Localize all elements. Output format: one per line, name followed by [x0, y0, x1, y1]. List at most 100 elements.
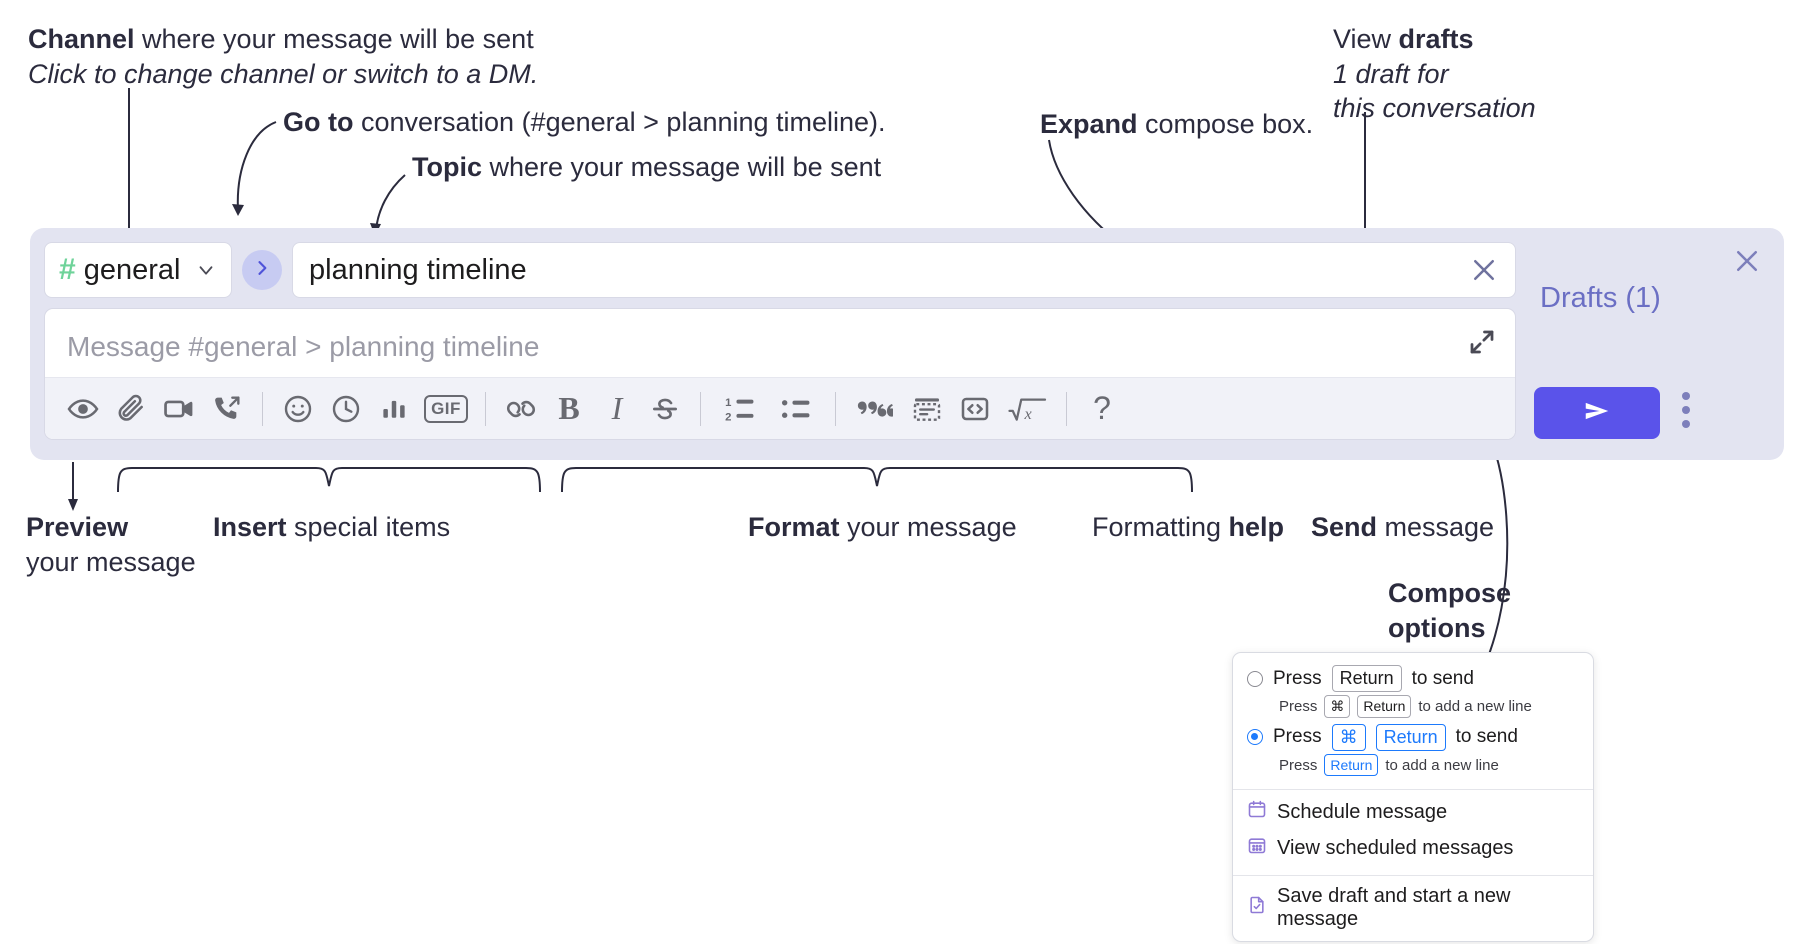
strikethrough-icon[interactable] — [641, 385, 689, 433]
bold-label: B — [558, 390, 580, 426]
annotation-send-rest: message — [1377, 512, 1495, 542]
inline-code-icon[interactable] — [951, 385, 999, 433]
annotation-help-bold: help — [1228, 512, 1285, 542]
kebab-dot — [1682, 406, 1690, 414]
bold-icon[interactable]: B — [545, 385, 593, 433]
toolbar-separator — [1066, 391, 1067, 426]
option1-sub-key-cmd: ⌘ — [1324, 695, 1351, 718]
radio-selected-icon[interactable] — [1247, 729, 1263, 746]
toolbar-separator — [700, 391, 701, 426]
annotation-help: Formatting help — [1092, 510, 1284, 545]
italic-label: I — [611, 390, 623, 426]
annotation-preview-rest: your message — [26, 546, 196, 577]
kebab-dot — [1682, 420, 1690, 428]
menu-option1-subtext: Press ⌘ Return to add a new line — [1233, 694, 1593, 721]
send-icon — [1578, 396, 1616, 431]
toolbar-separator — [485, 391, 486, 426]
video-icon[interactable] — [155, 385, 203, 433]
menu-option-return-to-send[interactable]: Press Return to send — [1233, 663, 1593, 694]
code-block-icon[interactable] — [903, 385, 951, 433]
italic-icon[interactable]: I — [593, 385, 641, 433]
annotation-insert-rest: special items — [286, 512, 451, 542]
compose-close-button[interactable] — [1732, 246, 1762, 281]
option2-sub-key-return: Return — [1324, 753, 1379, 777]
compose-header-row: # general planning timeline — [44, 242, 1516, 298]
message-placeholder: Message #general > planning timeline — [67, 331, 540, 362]
menu-item-schedule-message[interactable]: Schedule message — [1233, 794, 1593, 830]
topic-input[interactable]: planning timeline — [292, 242, 1516, 298]
radio-unselected-icon[interactable] — [1247, 670, 1263, 687]
compose-options-button[interactable] — [1682, 392, 1690, 428]
drafts-link[interactable]: Drafts (1) — [1540, 282, 1661, 314]
latex-icon[interactable]: x — [999, 385, 1055, 433]
attachment-icon[interactable] — [107, 385, 155, 433]
calendar-schedule-icon — [1247, 799, 1267, 825]
annotation-topic-rest: where your message will be sent — [482, 152, 882, 182]
option2-sub-tail: to add a new line — [1385, 756, 1499, 774]
option1-sub-press: Press — [1279, 697, 1318, 715]
chevron-down-icon — [195, 259, 217, 281]
clock-icon[interactable] — [322, 385, 370, 433]
blockquote-icon[interactable] — [847, 385, 903, 433]
annotation-goto: Go to conversation (#general > planning … — [283, 105, 886, 140]
annotation-topic-bold: Topic — [412, 152, 482, 182]
annotation-preview-bold: Preview — [26, 512, 129, 542]
menu-option2-subtext: Press Return to add a new line — [1233, 753, 1593, 780]
annotation-drafts-italic2: this conversation — [1333, 93, 1536, 124]
message-input-box[interactable]: Message #general > planning timeline — [44, 308, 1516, 440]
annotation-insert-bold: Insert — [213, 512, 287, 542]
annotation-format-bold: Format — [748, 512, 840, 542]
kebab-dot — [1682, 392, 1690, 400]
option1-sub-key-return: Return — [1357, 695, 1412, 718]
toolbar-separator — [262, 391, 263, 426]
compose-options-menu: Press Return to send Press ⌘ Return to a… — [1232, 652, 1594, 943]
preview-icon[interactable] — [59, 385, 107, 433]
poll-icon[interactable] — [370, 385, 418, 433]
menu-item-view-scheduled-messages[interactable]: View scheduled messages — [1233, 830, 1593, 866]
annotation-send: Send message — [1311, 510, 1494, 545]
option1-sub-tail: to add a new line — [1418, 697, 1532, 715]
svg-text:2: 2 — [725, 411, 731, 423]
annotation-topic: Topic where your message will be sent — [412, 150, 881, 185]
svg-text:x: x — [1024, 405, 1033, 423]
annotation-format-rest: your message — [839, 512, 1017, 542]
topic-clear-icon[interactable] — [1469, 255, 1499, 285]
annotation-drafts-bold: drafts — [1398, 24, 1474, 54]
menu-option-cmd-return-to-send[interactable]: Press ⌘ Return to send — [1233, 722, 1593, 753]
svg-text:1: 1 — [725, 397, 731, 409]
channel-name-label: general — [83, 253, 181, 286]
menu-item-save-draft[interactable]: Save draft and start a new message — [1233, 880, 1593, 941]
calendar-view-icon — [1247, 835, 1267, 861]
annotation-expand: Expand compose box. — [1040, 107, 1313, 142]
annotation-goto-rest: conversation (#general > planning timeli… — [353, 107, 886, 137]
annotation-drafts-italic1: 1 draft for — [1333, 58, 1449, 89]
goto-conversation-button[interactable] — [242, 250, 282, 290]
option2-tail: to send — [1455, 726, 1518, 748]
emoji-icon[interactable] — [274, 385, 322, 433]
annotation-expand-rest: compose box. — [1137, 109, 1314, 139]
gif-icon[interactable]: GIF — [418, 385, 474, 433]
annotation-channel-italic: Click to change channel or switch to a D… — [28, 58, 539, 89]
audio-call-icon[interactable] — [203, 385, 251, 433]
option1-key: Return — [1331, 665, 1402, 693]
expand-icon[interactable] — [1467, 327, 1497, 362]
link-icon[interactable] — [497, 385, 545, 433]
gif-label: GIF — [424, 394, 468, 423]
menu-divider — [1233, 789, 1593, 791]
annotation-help-pre: Formatting — [1092, 512, 1229, 542]
menu-item-label: Schedule message — [1277, 800, 1448, 823]
annotation-preview: Preview your message — [26, 510, 196, 579]
option1-press: Press — [1273, 667, 1322, 689]
annotation-channel-rest: where your message will be sent — [134, 24, 534, 54]
channel-selector[interactable]: # general — [44, 242, 232, 298]
help-icon[interactable]: ? — [1078, 385, 1126, 433]
send-button[interactable] — [1534, 387, 1660, 439]
annotation-expand-bold: Expand — [1040, 109, 1138, 139]
annotation-compose-options-bold2: options — [1388, 612, 1486, 643]
bulleted-list-icon[interactable] — [768, 385, 824, 433]
option2-sub-press: Press — [1279, 756, 1318, 774]
annotation-channel-bold: Channel — [28, 24, 135, 54]
annotation-channel: Channel where your message will be sent … — [28, 22, 538, 91]
annotation-send-bold: Send — [1311, 512, 1378, 542]
